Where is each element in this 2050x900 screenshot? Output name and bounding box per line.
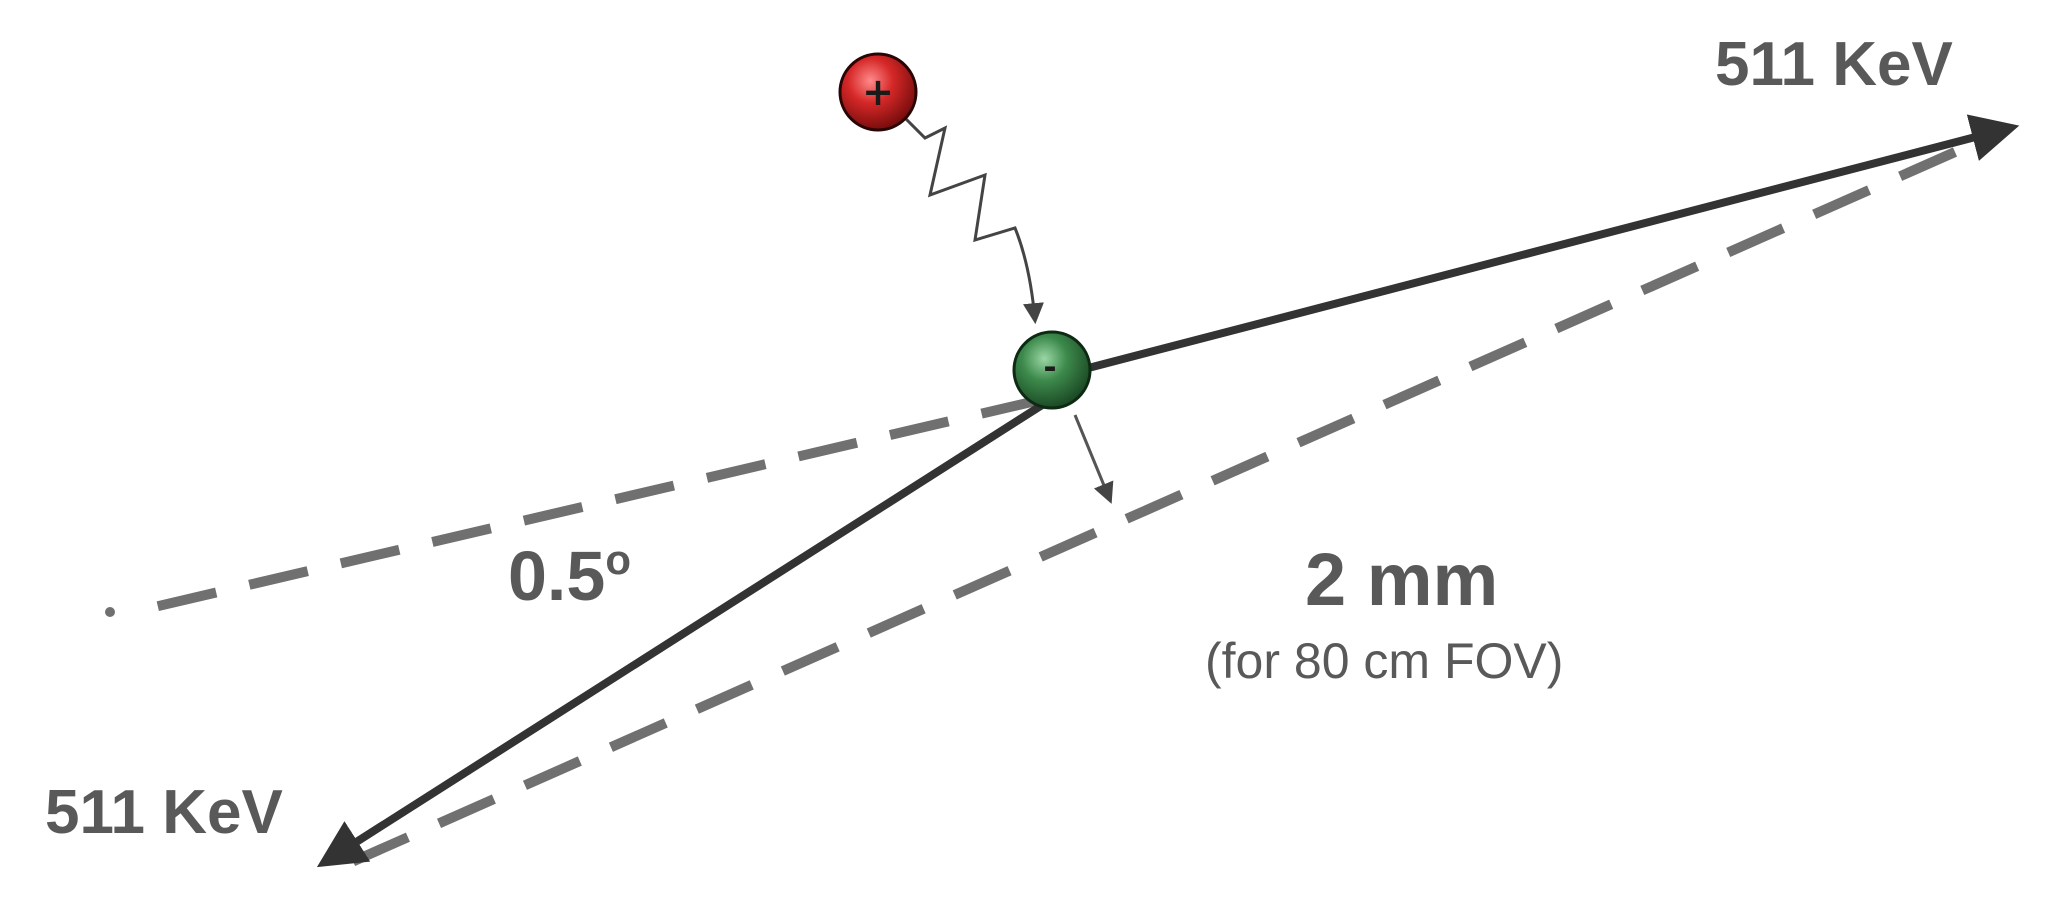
dashed-collinear-extension: [148, 395, 1042, 613]
energy-label-left: 511 KeV: [45, 778, 283, 847]
photon-path-left: [316, 396, 1053, 868]
energy-label-right: 511 KeV: [1715, 30, 1953, 99]
electron: -: [1012, 330, 1092, 410]
angle-label: 0.5o: [508, 536, 631, 615]
electron-symbol: -: [1043, 348, 1056, 386]
positron-path: [903, 116, 1044, 325]
distance-note: (for 80 cm FOV): [1205, 633, 1563, 689]
distance-label: 2 mm: [1305, 538, 1498, 621]
offset-arrow: [1073, 414, 1114, 504]
positron: +: [838, 52, 918, 132]
positron-symbol: +: [862, 70, 894, 114]
angle-unit: o: [605, 536, 631, 583]
dashed-ideal-line-of-response: [342, 147, 1958, 870]
angle-value: 0.5: [508, 537, 605, 615]
photon-path-right: [1048, 114, 2020, 382]
dashed-line-end-dot: [105, 607, 115, 617]
